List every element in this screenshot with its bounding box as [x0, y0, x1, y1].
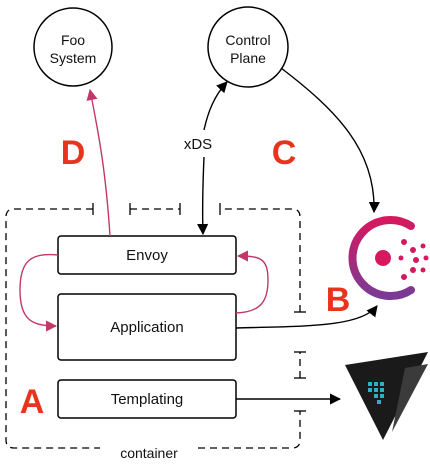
templating-label: Templating	[111, 391, 184, 408]
marker-a: A	[20, 383, 45, 421]
templating-box: Templating	[57, 379, 237, 419]
foo-system-node: Foo System	[33, 7, 113, 87]
foo-system-label-line2: System	[50, 50, 97, 66]
container-label: container	[120, 445, 178, 461]
control-plane-label-line1: Control	[225, 32, 270, 48]
marker-d: D	[61, 134, 86, 172]
marker-b: B	[326, 281, 351, 319]
envoy-label: Envoy	[126, 247, 168, 264]
edge-application-to-envoy	[235, 250, 269, 314]
foo-system-label-line1: Foo	[61, 32, 85, 48]
application-label: Application	[110, 319, 183, 336]
consul-logo-icon	[348, 216, 429, 300]
edge-application-to-consul	[235, 305, 378, 329]
edge-xds-to-envoy	[197, 156, 209, 236]
vault-logo-icon	[345, 352, 428, 440]
control-plane-label-line2: Plane	[230, 50, 266, 66]
marker-c: C	[272, 134, 297, 172]
envoy-box: Envoy	[57, 235, 237, 275]
edge-envoy-to-application	[19, 253, 59, 332]
edge-envoy-to-foo-system	[86, 88, 111, 237]
container-ticks	[92, 203, 306, 412]
container-boundary	[5, 208, 301, 449]
edge-control-plane-to-consul	[280, 67, 380, 214]
control-plane-node: Control Plane	[207, 6, 289, 88]
application-box: Application	[57, 293, 237, 361]
xds-label: xDS	[184, 136, 212, 153]
edge-xds-to-control-plane	[203, 81, 228, 131]
